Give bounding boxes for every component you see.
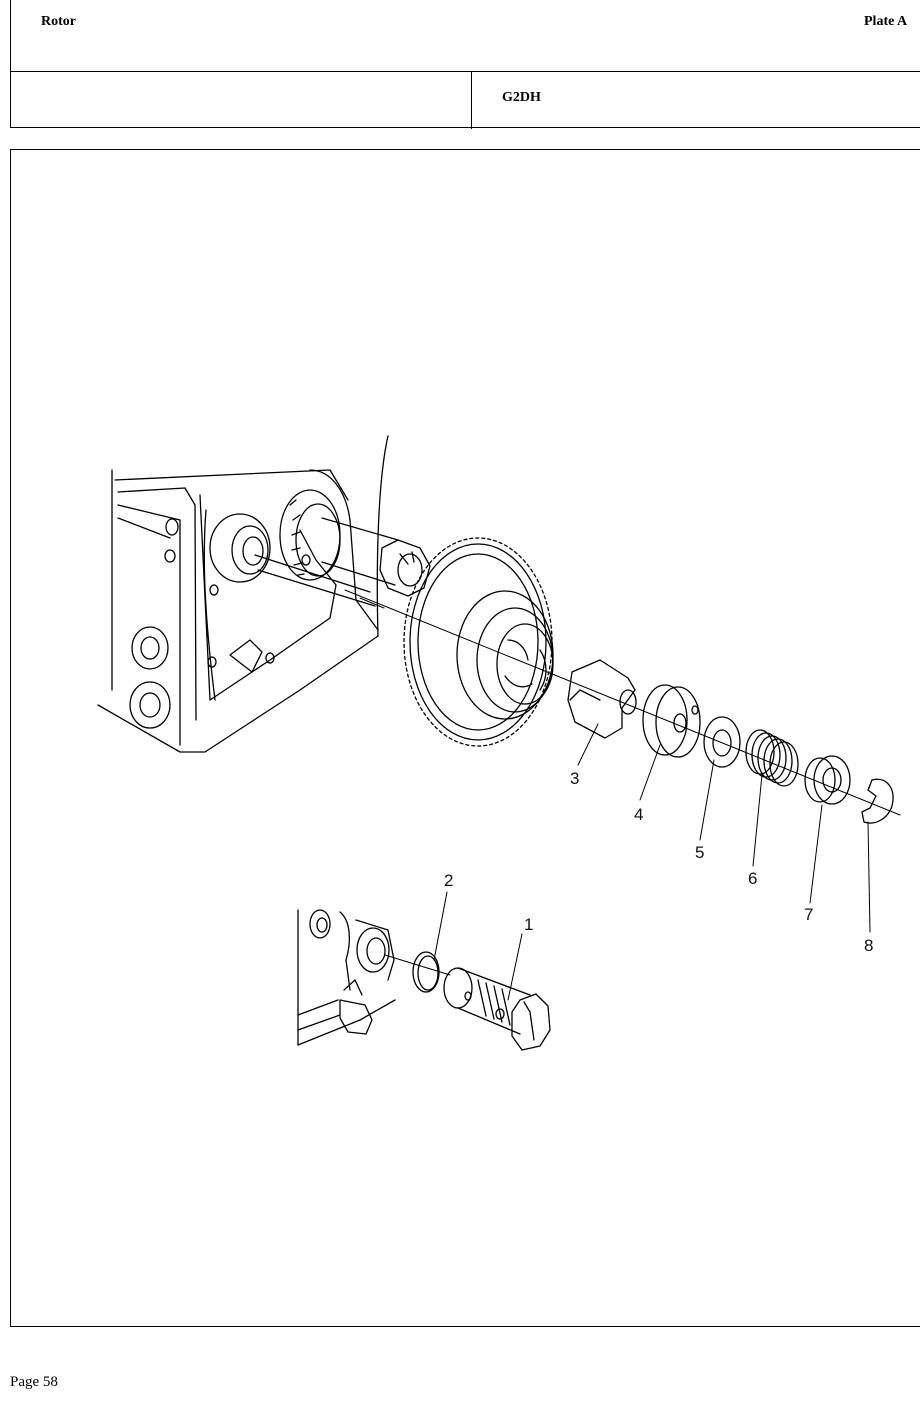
drive-gear-illustration (279, 489, 431, 597)
header-table (10, 0, 920, 129)
large-gear-illustration (403, 537, 554, 747)
callout-6: 6 (748, 869, 757, 888)
engine-housing-illustration (97, 435, 389, 753)
part-4-plate (642, 684, 701, 758)
plate-label: Plate A (864, 14, 908, 29)
housing-detail-illustration (297, 909, 396, 1046)
assembly-axis (344, 589, 901, 816)
callout-7: 7 (804, 905, 813, 924)
part-8-circlip (861, 778, 894, 824)
callout-1: 1 (524, 915, 533, 934)
callout-3: 3 (570, 769, 579, 788)
part-7-cap (804, 755, 851, 805)
part-5-washer (703, 716, 741, 768)
part-3-rotor (567, 659, 637, 739)
header-column-divider (471, 71, 472, 129)
page-number: Page 58 (10, 1374, 58, 1390)
part-1-banjo-bolt (384, 954, 551, 1051)
section-title: Rotor (41, 14, 76, 29)
part-2-o-ring (412, 951, 440, 993)
model-code: G2DH (502, 90, 541, 105)
callout-4: 4 (634, 805, 643, 824)
callout-8: 8 (864, 936, 873, 955)
leader-lines (433, 723, 871, 1001)
header-divider (11, 71, 920, 72)
figure-frame (10, 149, 920, 1327)
callout-5: 5 (695, 843, 704, 862)
part-6-spring (745, 729, 799, 787)
callout-2: 2 (444, 871, 453, 890)
